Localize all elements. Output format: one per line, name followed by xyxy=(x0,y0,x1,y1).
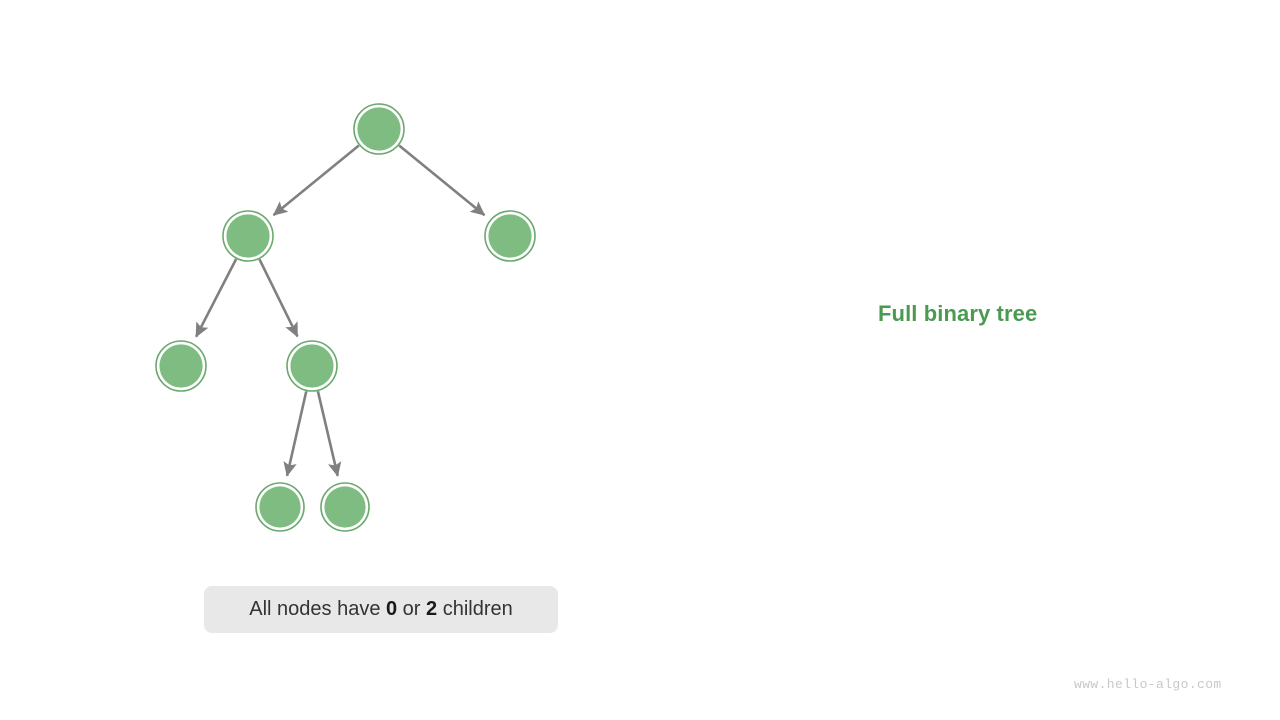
tree-node-fill xyxy=(488,214,532,258)
node-layer xyxy=(155,103,536,532)
caption-bold-two: 2 xyxy=(426,598,438,620)
caption-bold-zero: 0 xyxy=(386,598,398,620)
tree-node-fill xyxy=(324,486,366,528)
caption-middle: or xyxy=(397,598,427,620)
tree-edge xyxy=(398,144,486,217)
watermark: www.hello-algo.com xyxy=(1074,677,1222,692)
tree-node xyxy=(286,340,338,392)
tree-edge xyxy=(283,391,308,477)
tree-node xyxy=(484,210,536,262)
tree-node-fill xyxy=(357,107,401,151)
tree-node-fill xyxy=(159,344,203,388)
caption-box: All nodes have 0 or 2 children xyxy=(204,586,558,633)
caption-text: All nodes have 0 or 2 children xyxy=(249,598,513,621)
tree-node-fill xyxy=(290,344,334,388)
tree-node xyxy=(320,482,370,532)
tree-edge xyxy=(258,258,299,338)
tree-node xyxy=(155,340,207,392)
tree-edge xyxy=(316,391,342,477)
tree-node-fill xyxy=(226,214,270,258)
tree-node xyxy=(353,103,405,155)
caption-prefix: All nodes have xyxy=(249,598,386,620)
tree-edge xyxy=(194,258,238,338)
tree-node xyxy=(222,210,274,262)
page-title: Full binary tree xyxy=(878,301,1038,326)
tree-node xyxy=(255,482,305,532)
caption-suffix: children xyxy=(437,598,513,620)
tree-node-fill xyxy=(259,486,301,528)
edge-layer xyxy=(194,144,486,477)
tree-edge xyxy=(272,144,360,217)
